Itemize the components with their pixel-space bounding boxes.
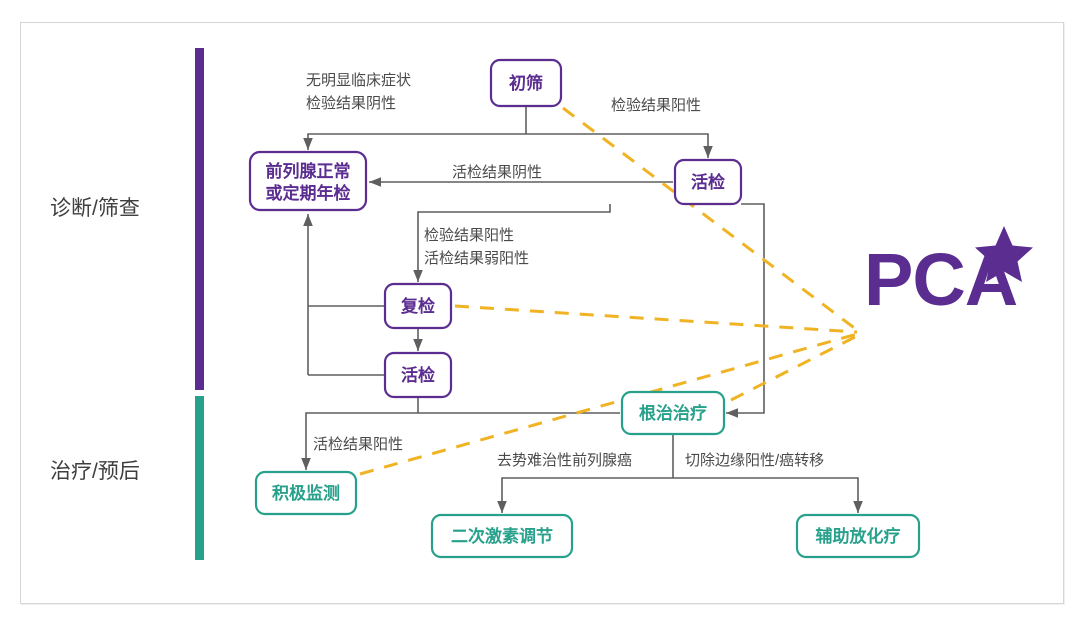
edge-label-biopsy-positive: 活检结果阳性 [313,436,403,453]
section-label-treatment: 治疗/预后 [50,460,140,483]
edge-label-test-positive: 检验结果阳性 [611,97,701,114]
node-active-surveillance-label: 积极监测 [272,483,340,503]
section-label-diagnosis: 诊断/筛查 [50,197,140,220]
dashed-recheck-to-pca [454,304,858,334]
section-bar-diagnosis [195,48,204,390]
edge-radical-to-hormone [497,477,673,513]
node-recheck-label: 复检 [400,296,435,316]
pca-dashed-links [359,106,858,476]
edge-label-no-symptom-line1: 无明显临床症状 [306,72,411,89]
edges-group [301,106,863,513]
edge-label-test-pos-weak-line2: 活检结果弱阳性 [424,250,529,267]
node-prostate-normal[interactable]: 前列腺正常 或定期年检 [248,150,368,212]
node-biopsy-top-label: 活检 [691,172,725,192]
node-biopsy-top[interactable]: 活检 [673,158,743,206]
node-biopsy-mid-label: 活检 [401,365,435,385]
node-radical-therapy[interactable]: 根治治疗 [620,390,726,436]
node-radical-therapy-label: 根治治疗 [639,403,707,423]
nodes-group: 初筛 前列腺正常 或定期年检 活检 复检 活检 [248,58,921,559]
dashed-screening-to-pca [562,106,858,332]
node-prostate-normal-label-line2: 或定期年检 [266,183,351,203]
node-recheck[interactable]: 复检 [383,282,453,330]
edge-label-crpc: 去势难治性前列腺癌 [497,452,632,469]
edge-labels-group: 无明显临床症状 检验结果阴性 检验结果阳性 活检结果阴性 检验结果阳性 活检结果… [306,72,824,469]
node-screening-label: 初筛 [509,73,543,93]
node-prostate-normal-label-line1: 前列腺正常 [266,161,351,181]
star-icon [975,226,1033,282]
dashed-surveillance-to-pca [359,332,858,476]
edge-screening-to-normal [303,133,526,150]
edge-label-biopsy-negative: 活检结果阴性 [452,164,542,181]
edge-screening-to-biopsy [526,133,713,158]
edge-bus-to-surveillance [301,412,418,470]
edge-label-test-pos-weak-line1: 检验结果阳性 [424,227,514,244]
edge-label-margin-positive: 切除边缘阳性/癌转移 [685,452,824,469]
node-active-surveillance[interactable]: 积极监测 [254,470,358,516]
edge-label-no-symptom-line2: 检验结果阴性 [306,95,396,112]
pca-logo: PCA [864,226,1033,321]
node-adjuvant-therapy[interactable]: 辅助放化疗 [795,513,921,559]
dashed-radical-to-pca [730,334,858,402]
node-second-hormone-label: 二次激素调节 [451,526,553,546]
edge-biopsytop-to-recheck [413,204,611,282]
edge-radical-to-adjuvant [673,477,863,513]
node-screening[interactable]: 初筛 [489,58,563,108]
node-second-hormone[interactable]: 二次激素调节 [430,513,574,559]
edge-biopsytop-to-radical [726,203,765,418]
node-adjuvant-therapy-label: 辅助放化疗 [816,526,901,546]
section-bar-treatment [195,396,204,560]
node-biopsy-mid[interactable]: 活检 [383,351,453,399]
